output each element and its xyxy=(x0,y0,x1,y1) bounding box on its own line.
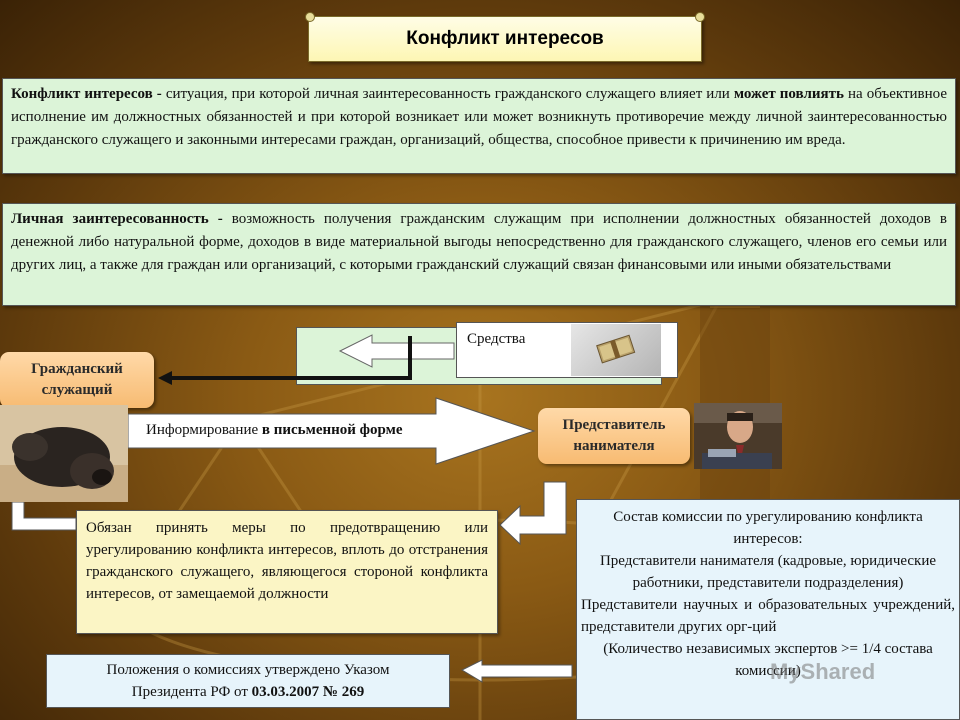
means-left-arrow xyxy=(338,334,455,368)
watermark-text: MyShared xyxy=(770,659,876,684)
title-banner: Конфликт интересов xyxy=(305,12,705,62)
means-box: Средства xyxy=(456,322,678,378)
page-title: Конфликт интересов xyxy=(406,28,604,49)
decree-date-number: 03.03.2007 № 269 xyxy=(251,684,365,700)
civil-servant-label: Гражданский служащий xyxy=(31,361,123,398)
watermark-logo: MyShared xyxy=(770,659,875,685)
commission-heading: Состав комиссии по урегулированию конфли… xyxy=(613,509,923,547)
means-to-servant-connector xyxy=(170,336,412,380)
decree-line1: Положения о комиссиях утверждено Указом xyxy=(106,662,390,678)
obligation-text: Обязан принять меры по предотвращению ил… xyxy=(86,520,488,602)
definition-conflict-text-b: на объективное исполнение им должностных… xyxy=(11,86,948,148)
decree-line2: Президента РФ от 03.03.2007 № 269 xyxy=(132,681,364,703)
servant-to-obligation-connector xyxy=(11,501,77,531)
commission-employer-reps: Представители нанимателя (кадровые, юрид… xyxy=(599,553,937,591)
employer-rep-box: Представитель нанимателя xyxy=(538,408,690,464)
employer-rep-label: Представитель нанимателя xyxy=(562,417,666,454)
inform-text: Информирование xyxy=(146,422,262,438)
definition-interest-term: Личная заинтересованность - xyxy=(11,211,223,227)
commission-to-decree-arrow xyxy=(460,659,573,683)
means-label: Средства xyxy=(467,331,526,347)
definition-conflict-text-a: ситуация, при которой личная заинтересов… xyxy=(161,86,734,102)
definition-conflict-emphasis: может повлиять xyxy=(733,86,844,102)
definition-interest-text: возможность получения гражданским служащ… xyxy=(11,211,947,273)
money-image xyxy=(571,324,661,376)
official-photo xyxy=(694,403,782,469)
definition-interest-box: Личная заинтересованность - возможность … xyxy=(2,203,956,306)
inform-emphasis: в письменной форме xyxy=(261,422,403,438)
commission-box: Состав комиссии по урегулированию конфли… xyxy=(576,499,960,720)
inform-right-arrow xyxy=(127,397,536,465)
definition-conflict-term: Конфликт интересов - xyxy=(11,86,162,102)
dog-image xyxy=(0,405,128,502)
definition-conflict-box: Конфликт интересов - ситуация, при котор… xyxy=(2,78,956,174)
means-to-servant-arrowhead xyxy=(158,371,172,385)
decree-box: Положения о комиссиях утверждено Указом … xyxy=(46,654,450,708)
employer-to-obligation-arrow xyxy=(499,481,567,546)
inform-label: Информирование в письменной форме xyxy=(146,422,403,439)
commission-scientific-reps: Представители научных и образовательных … xyxy=(581,597,955,635)
commission-experts-count: (Количество независимых экспертов >= 1/4… xyxy=(603,641,933,679)
obligation-box: Обязан принять меры по предотвращению ил… xyxy=(76,510,498,634)
civil-servant-box: Гражданский служащий xyxy=(0,352,154,408)
decree-line2-text: Президента РФ от xyxy=(131,684,252,700)
